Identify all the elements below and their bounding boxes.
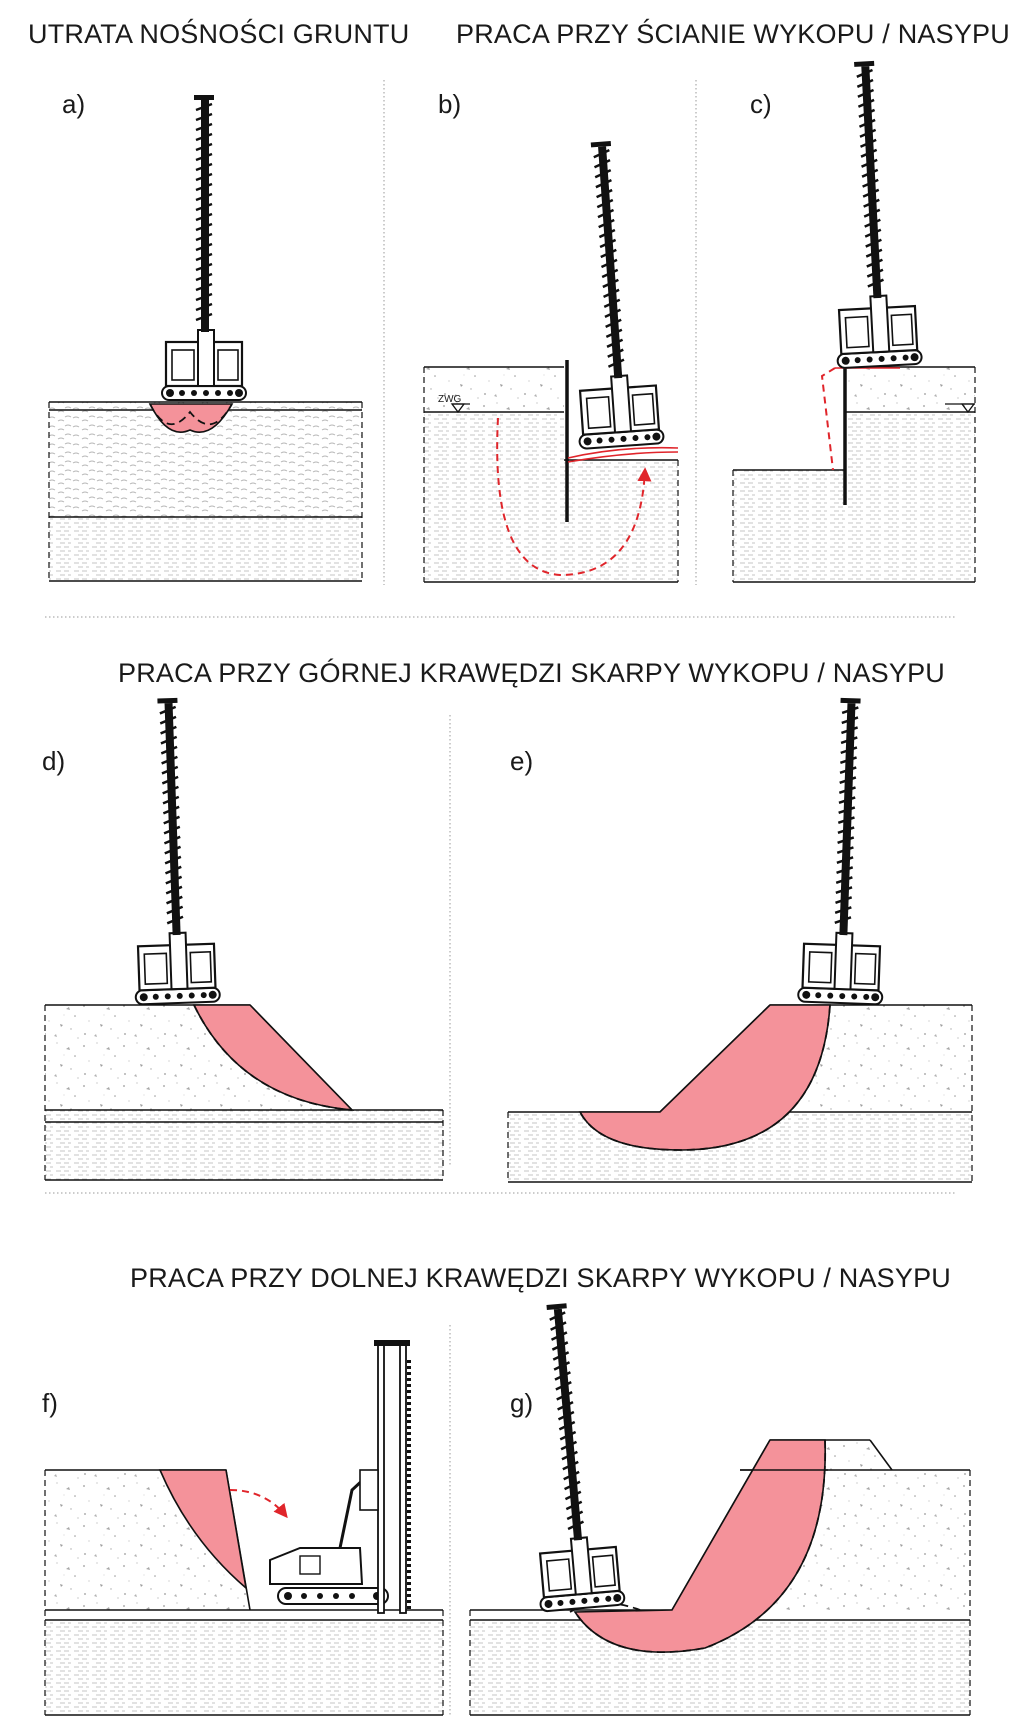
slide-direction-arrow	[229, 1489, 288, 1519]
pile-rig-icon	[796, 695, 894, 1006]
panel-d: d)	[42, 695, 444, 1181]
failure-zone-f	[158, 1469, 248, 1591]
panel-label-b: b)	[438, 89, 461, 119]
panel-b: b) ZWG	[423, 89, 679, 583]
panel-e: e)	[507, 695, 973, 1183]
title-lower-edge-slope: PRACA PRZY DOLNEJ KRAWĘDZI SKARPY WYKOPU…	[130, 1263, 951, 1293]
panel-label-c: c)	[750, 89, 772, 119]
crawler-rig-icon	[269, 1340, 411, 1614]
pile-rig-icon	[513, 1299, 627, 1613]
panel-label-d: d)	[42, 746, 65, 776]
pile-rig-icon	[160, 93, 248, 402]
title-bearing-capacity: UTRATA NOŚNOŚCI GRUNTU	[28, 17, 409, 49]
pile-rig-icon	[124, 695, 222, 1006]
panel-label-e: e)	[510, 746, 533, 776]
panel-a: a)	[48, 89, 363, 582]
wall-deflection-line	[820, 367, 836, 471]
panel-label-g: g)	[510, 1388, 533, 1418]
pile-rig-icon	[557, 137, 666, 451]
panel-label-f: f)	[42, 1388, 58, 1418]
title-upper-edge-slope: PRACA PRZY GÓRNEJ KRAWĘDZI SKARPY WYKOPU…	[118, 657, 945, 688]
seepage-flow-arrow	[496, 417, 652, 577]
pile-rig-icon	[820, 57, 924, 370]
panel-label-a: a)	[62, 89, 85, 119]
title-wall-work: PRACA PRZY ŚCIANIE WYKOPU / NASYPU	[456, 17, 1010, 49]
groundwater-label: ZWG	[438, 394, 462, 405]
panel-f: f)	[42, 1340, 444, 1716]
panel-c: c)	[732, 57, 976, 583]
panel-g: g)	[469, 1299, 971, 1716]
